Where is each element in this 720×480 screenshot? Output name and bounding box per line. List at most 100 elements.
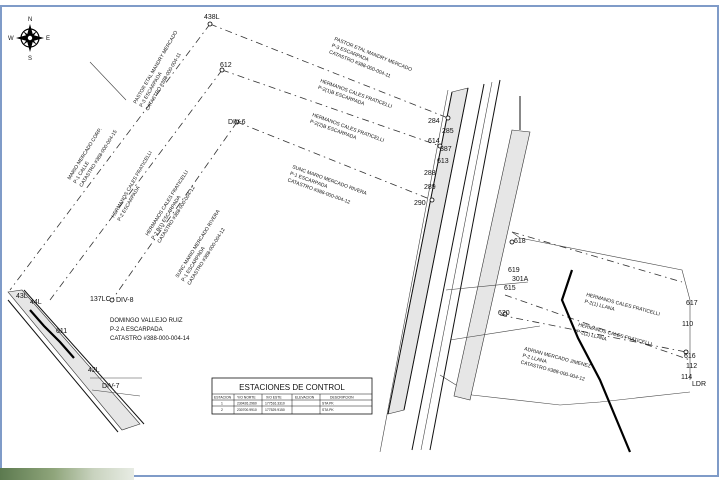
station-marker — [509, 239, 515, 245]
table-cell: STA PK — [322, 408, 334, 412]
station-label: 290 — [414, 200, 426, 207]
table-header: Y/O NORTE — [237, 396, 256, 400]
station-marker — [234, 119, 240, 125]
station-label: 620 — [498, 310, 510, 317]
station-label: 615 — [504, 285, 516, 292]
road-edge — [7, 299, 119, 433]
parcel-label: HERMANOS CALES FRATICELLI P-2(2) LLANA — [576, 322, 654, 355]
station-label: 44L — [30, 299, 42, 306]
station-label: 114 — [681, 374, 692, 381]
station-label: 619 — [508, 267, 520, 274]
station-marker — [219, 67, 225, 73]
station-label: 285 — [442, 128, 454, 135]
boundary-line — [89, 61, 127, 101]
boundary-line — [49, 69, 223, 301]
station-labels: 438L 612 DIV-6 284 285 614 387 613 288 2… — [16, 14, 706, 390]
station-marker — [109, 297, 115, 303]
drawing-frame — [0, 5, 719, 477]
service-road — [453, 129, 531, 401]
station-marker — [445, 115, 451, 121]
station-label: 112 — [686, 363, 697, 370]
parcel-label: HERMANOS CALES FRATICELLI P-2(1) LLANA — [584, 292, 662, 325]
station-label: 110 — [682, 321, 693, 328]
station-label: 618 — [514, 238, 526, 245]
station-label: 614 — [428, 138, 440, 145]
station-label: 42L — [88, 367, 100, 374]
parcel-label: HERMANOS CALES FRATICELLI P-2 B(1) ESCAR… — [145, 168, 203, 244]
parcel-label: HERMANOS CALES FRATICELLI P-2(1)B ESCARP… — [317, 78, 394, 117]
table-cell: 230426.2960 — [237, 402, 257, 406]
highway-shoulder — [387, 87, 469, 415]
parcel-owner: DOMINGO VALLEJO RUIZ — [110, 318, 183, 324]
station-label: 613 — [437, 158, 449, 165]
compass-south: S — [28, 56, 32, 62]
station-label: 611 — [56, 328, 67, 335]
highway-edge — [429, 79, 501, 451]
road-edge — [91, 389, 141, 397]
parcel-label: PASTOR ETAL MANDRY MERCADO P-3 ESCARPADA… — [328, 36, 414, 86]
compass-rose: N S E W — [8, 17, 50, 62]
station-label: 438L — [204, 14, 220, 21]
highway-centerline — [420, 81, 493, 451]
station-marker — [429, 197, 435, 203]
aerial-photo-thumbnail — [0, 468, 134, 480]
compass-north: N — [28, 17, 32, 23]
parcel-label: SUNC MARIO MERCADO RIVERA P-1 ESCARPADA … — [287, 164, 369, 210]
lower-left-road — [7, 289, 145, 433]
station-marker — [207, 21, 213, 27]
station-label: 616 — [684, 353, 696, 360]
station-label: DIV-7 — [102, 383, 120, 390]
parcel-label: SUNC MARIO MERCADO RIVERA P-1 ESCARPADA … — [175, 208, 234, 286]
highway-edge — [411, 83, 485, 451]
boundary-line — [9, 23, 211, 291]
boundary-line — [221, 69, 441, 147]
station-label: 612 — [220, 62, 232, 69]
station-marker — [437, 143, 443, 149]
station-label: 137LC — [90, 296, 111, 303]
station-label: 617 — [686, 300, 698, 307]
boundary-line — [236, 121, 433, 201]
station-label: 288 — [424, 170, 436, 177]
parcel-label: PASTOR ETAL MANDRY MERCADO P-3 ESCARPADA… — [133, 29, 193, 112]
parcel-label: MARIO MERCADO CORP. P-1 CALLE CATASTRO #… — [67, 122, 119, 189]
highway-corridor — [379, 79, 541, 453]
table-header: DESCRIPCION — [330, 396, 354, 400]
station-label: DIV-6 — [228, 119, 246, 126]
highway-edge — [403, 87, 469, 411]
boundary-line — [499, 314, 687, 353]
station-marker — [683, 349, 689, 355]
parcel-cadastre: CATASTRO #388-000-004-14 — [110, 336, 190, 342]
table-cell: 230700.9910 — [237, 408, 257, 412]
heavy-boundary — [560, 269, 632, 453]
station-label: 301A — [512, 276, 529, 283]
table-cell: 2 — [221, 408, 223, 412]
highway-edge — [449, 325, 541, 341]
station-label: 289 — [424, 184, 436, 191]
boundary-line — [111, 121, 238, 301]
boundary-line — [511, 231, 683, 283]
boundary-line — [439, 374, 691, 406]
parcel-label: HERMANOS CALES FRATICELLI P-2 ESCARPADA — [111, 149, 161, 223]
compass-east: E — [46, 36, 50, 42]
table-header: ELEVACION — [295, 396, 315, 400]
control-stations-table: ESTACIONES DE CONTROL ESTACION Y/O NORTE… — [211, 377, 373, 415]
station-label: 387 — [440, 146, 452, 153]
table-cell: 177516.3310 — [265, 402, 285, 406]
table-cell: 1 — [221, 402, 223, 406]
table-header: X/O ESTE — [266, 396, 282, 400]
highway-edge — [445, 281, 529, 291]
parcel-class: P-2 A ESCARPADA — [110, 327, 163, 333]
station-label: 43L — [16, 293, 28, 300]
table-title: ESTACIONES DE CONTROL — [239, 383, 345, 392]
drainage-line — [29, 309, 75, 359]
road-edge — [23, 289, 145, 425]
parcel-label: ADRIAN MERCADO JIMENEZ P-2 LLANA CATASTR… — [520, 346, 593, 383]
boundary-line — [209, 23, 449, 119]
station-points — [109, 21, 689, 355]
table-cell: 177529.9150 — [265, 408, 285, 412]
station-marker — [502, 311, 508, 317]
station-label: 284 — [428, 118, 440, 125]
station-label: LDR — [692, 381, 706, 388]
